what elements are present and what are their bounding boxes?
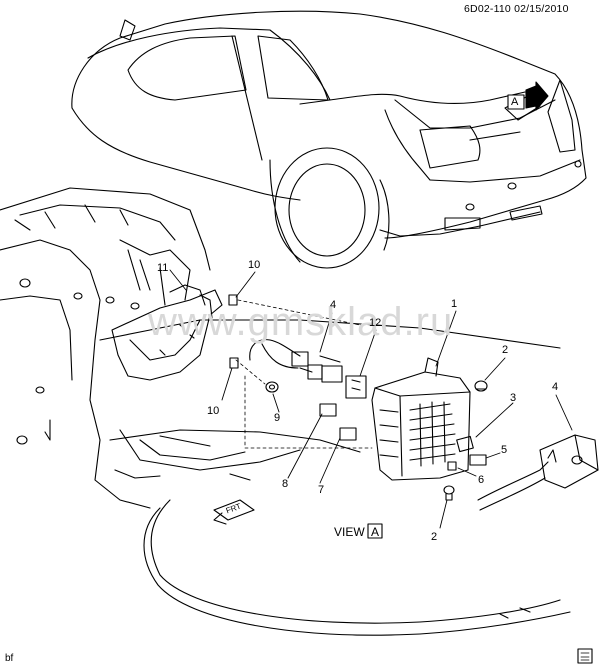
fuse-block-1 xyxy=(371,357,471,481)
part-12 xyxy=(345,375,367,399)
callout-10-lower: 10 xyxy=(207,405,220,417)
callout-9: 9 xyxy=(274,412,281,424)
wire-harness-4-upper xyxy=(249,339,343,383)
grommet-9 xyxy=(265,381,279,393)
callout-2-lower: 2 xyxy=(431,531,438,543)
callout-6: 6 xyxy=(478,474,485,486)
trunk-compartment xyxy=(0,187,561,509)
part-7-connector xyxy=(339,427,357,441)
fastener-2-upper xyxy=(474,380,488,392)
view-letter-box xyxy=(367,523,383,539)
car-illustration xyxy=(71,10,587,269)
diagram-date: 02/15/2010 xyxy=(514,3,569,15)
view-label: VIEW xyxy=(334,525,365,539)
corner-stamp-icon xyxy=(577,648,593,664)
callout-11: 11 xyxy=(157,262,169,274)
part-5-connector xyxy=(469,454,487,466)
car-view-marker: A xyxy=(511,96,519,108)
part-6-connector xyxy=(447,461,457,471)
footer-tag: bf xyxy=(5,653,14,664)
trunk-opening xyxy=(143,499,571,636)
clip-10-upper xyxy=(228,294,238,306)
callout-5: 5 xyxy=(501,444,508,456)
watermark: www.gmsklad.ru xyxy=(148,300,454,344)
callout-3: 3 xyxy=(510,392,517,404)
diagram-code: 6D02-110 xyxy=(464,3,511,15)
view-word: VIEW xyxy=(334,525,365,539)
view-letter: A xyxy=(371,525,380,539)
wire-harness-4-right xyxy=(477,434,599,511)
callout-10-upper: 10 xyxy=(248,259,261,271)
clip-10-lower xyxy=(229,357,239,369)
diagram-header: 6D02-110 02/15/2010 xyxy=(464,3,569,15)
view-a-arrow-icon xyxy=(507,81,549,111)
bracket-11 xyxy=(111,284,223,381)
fastener-2-lower xyxy=(443,485,455,501)
callout-4-upper: 4 xyxy=(330,299,337,311)
leader-lines xyxy=(169,269,573,529)
callout-8: 8 xyxy=(282,478,289,490)
callout-7: 7 xyxy=(318,484,325,496)
reference-lines xyxy=(235,299,373,449)
callout-1: 1 xyxy=(451,298,458,310)
part-3-connector xyxy=(456,435,474,453)
front-arrow-icon xyxy=(213,499,255,525)
callout-2-upper: 2 xyxy=(502,344,509,356)
callout-12: 12 xyxy=(369,317,382,329)
part-8-connector xyxy=(319,403,337,417)
callout-4-right: 4 xyxy=(552,381,559,393)
